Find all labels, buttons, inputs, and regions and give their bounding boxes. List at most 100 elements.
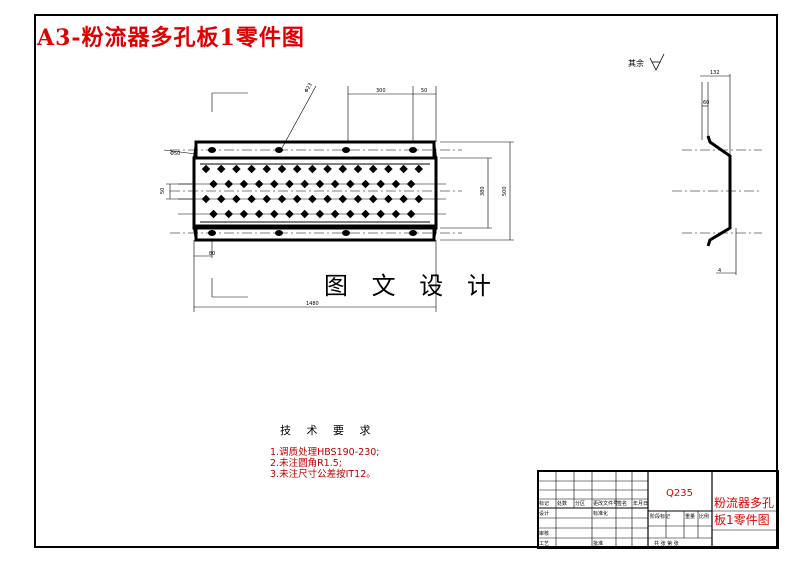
tb-cell-zone: 分区 xyxy=(575,501,586,507)
tech-requirements-heading: 技 术 要 求 xyxy=(280,424,377,437)
perforation-hole xyxy=(247,194,256,204)
tech-requirement-item: 2.未注圆角R1.5; xyxy=(270,458,342,469)
perforation-hole xyxy=(224,179,233,189)
flange-holes xyxy=(208,147,417,236)
perforation-hole xyxy=(201,164,211,174)
front-dimensions xyxy=(163,85,514,312)
perforation-hole xyxy=(376,179,385,189)
perforation-hole xyxy=(216,194,226,204)
dim-500: 500 xyxy=(502,186,508,196)
perforation-hole xyxy=(323,164,332,174)
perforation-hole xyxy=(330,209,340,219)
perforation-hole xyxy=(262,164,272,174)
tb-cell-date: 年月日 xyxy=(633,501,649,507)
side-view xyxy=(672,74,762,275)
perforation-hole xyxy=(232,164,241,174)
perforation-hole xyxy=(224,209,233,219)
perforation-hole xyxy=(368,194,378,204)
perforation-hole xyxy=(270,209,279,219)
perforation-hole xyxy=(239,179,249,189)
dim-80: 80 xyxy=(209,251,215,257)
dim-132: 132 xyxy=(710,70,720,76)
roughness-label: 其余 xyxy=(628,59,644,68)
perforation-hole xyxy=(315,209,325,219)
perforation-hole xyxy=(391,209,401,219)
tb-cell-review: 审核 xyxy=(539,531,550,537)
perforation-hole xyxy=(384,194,393,204)
perforation-hole xyxy=(308,194,317,204)
dim-1480: 1480 xyxy=(306,301,319,307)
tb-cell-stage: 阶段标记 xyxy=(650,514,671,520)
perforation-hole xyxy=(285,209,294,219)
perforation-hole xyxy=(346,179,355,189)
dim-380: 380 xyxy=(480,186,486,196)
perforation-hole xyxy=(330,179,340,189)
title-block-lines xyxy=(537,470,779,549)
perforation-hole xyxy=(406,179,416,189)
perforation-hole xyxy=(391,179,401,189)
tb-cell-sign: 签名 xyxy=(617,501,628,507)
dim-left-50: Φ50 xyxy=(170,151,180,157)
perforation-hole xyxy=(353,194,363,204)
perforation-hole xyxy=(300,179,309,189)
perforation-hole xyxy=(368,164,378,174)
tb-cell-count: 处数 xyxy=(557,501,568,507)
perforation-hole xyxy=(399,194,408,204)
perforation-hole xyxy=(338,194,348,204)
perforation-hole xyxy=(361,209,370,219)
perforation-hole xyxy=(399,164,408,174)
dim-left-small: 50 xyxy=(160,188,166,194)
tb-cell-approve: 批准 xyxy=(593,541,604,547)
perforation-hole xyxy=(254,209,264,219)
tech-requirements-list: 1.调质处理HBS190-230; 2.未注圆角R1.5; 3.未注尺寸公差按I… xyxy=(270,447,379,480)
perforation-hole xyxy=(254,179,264,189)
drawing-title: A3-粉流器多孔板1零件图 xyxy=(37,25,305,51)
perforation-hole xyxy=(262,194,272,204)
perforation-hole xyxy=(216,164,226,174)
perforation-hole xyxy=(384,164,393,174)
roughness-symbol xyxy=(649,53,665,71)
tb-cell-weight: 重量 xyxy=(685,514,696,520)
perforation-hole xyxy=(292,164,302,174)
tech-requirement-item: 3.未注尺寸公差按IT12。 xyxy=(270,469,376,480)
tb-cell-design: 设计 xyxy=(539,511,550,517)
tb-cell-process: 工艺 xyxy=(539,541,550,547)
perforation-hole xyxy=(308,164,317,174)
perforation-hole xyxy=(346,209,355,219)
perforation-hole xyxy=(376,209,385,219)
dim-4: 4 xyxy=(718,268,721,274)
perforation-hole xyxy=(277,194,287,204)
perforation-hole xyxy=(285,179,294,189)
tech-requirement-item: 1.调质处理HBS190-230; xyxy=(270,447,380,458)
perforation-hole xyxy=(239,209,249,219)
drawing-frame xyxy=(34,14,778,548)
perforation-hole xyxy=(201,194,211,204)
perforation-hole xyxy=(406,209,416,219)
perforation-hole xyxy=(315,179,325,189)
perforation-hole xyxy=(277,164,287,174)
perforation-hole xyxy=(323,194,332,204)
dim-diameter: Φ23 xyxy=(304,82,314,94)
perforation-hole xyxy=(361,179,370,189)
tb-cell-standard: 标准化 xyxy=(593,511,609,517)
tb-cell-mark: 标记 xyxy=(539,501,550,507)
perforation-hole xyxy=(209,179,218,189)
perforation-hole xyxy=(247,164,256,174)
perforation-hole xyxy=(414,194,424,204)
dim-60: 60 xyxy=(703,100,709,106)
tb-cell-change: 更改文件号 xyxy=(593,501,619,507)
tb-cell-scale: 比例 xyxy=(699,514,710,520)
watermark-text: 图 文 设 计 xyxy=(324,272,499,300)
perforation-hole xyxy=(232,194,241,204)
title-block-material: Q235 xyxy=(666,488,693,499)
perforation-holes xyxy=(201,164,424,219)
perforation-hole xyxy=(414,164,424,174)
perforation-hole xyxy=(353,164,363,174)
tb-cell-sheets: 共 张 第 张 xyxy=(654,541,679,547)
perforation-hole xyxy=(209,209,218,219)
perforation-hole xyxy=(270,179,279,189)
title-block-part-name: 粉流器多孔板1零件图 xyxy=(714,496,775,527)
dim-300: 300 xyxy=(376,88,386,94)
